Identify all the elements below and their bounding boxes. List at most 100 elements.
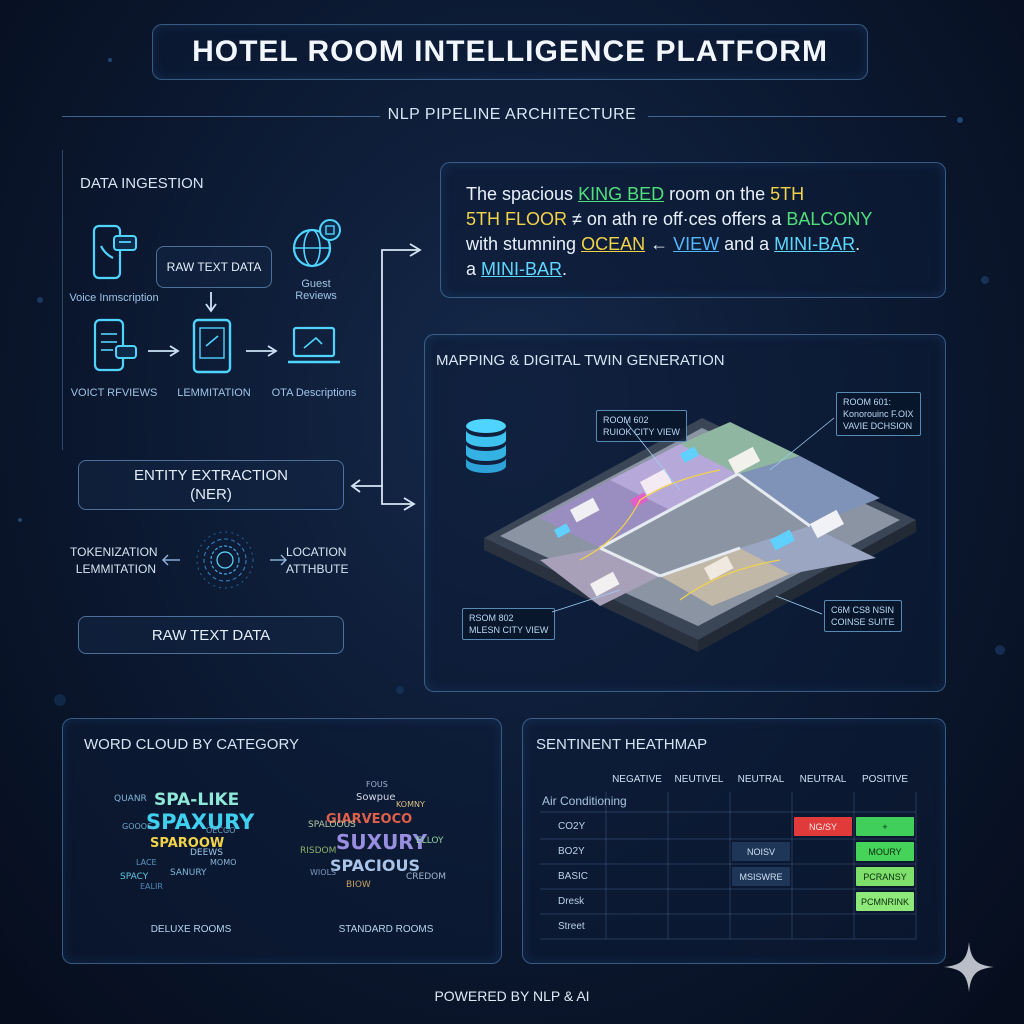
- arrow-right-icon: [148, 345, 180, 357]
- entity-king-bed[interactable]: KING BED: [578, 184, 665, 204]
- word-cloud-panel: [62, 718, 502, 964]
- arrow-right-icon-2: [246, 345, 278, 357]
- text-segment: ≠ on ath re off·ces offers a: [567, 209, 787, 229]
- voice-review-phone-icon: [93, 318, 137, 372]
- entity-mini-bar[interactable]: MINI-BAR: [774, 234, 856, 254]
- deluxe-word: DEEWS: [190, 848, 223, 858]
- deluxe-word: SPA-LIKE: [154, 790, 240, 810]
- heatmap-group-label: Air Conditioning: [542, 794, 627, 808]
- entity-5th-floor[interactable]: 5TH FLOOR: [466, 209, 568, 229]
- heatmap-row-label: Street: [558, 921, 585, 932]
- arrow-down-icon: [205, 292, 217, 313]
- heatmap-row-label: BO2Y: [558, 846, 585, 857]
- divider-left: [62, 116, 380, 117]
- heatmap-cell[interactable]: PCMNRINK: [856, 892, 914, 911]
- entity-highlight-text: The spacious KING BED room on the 5TH 5T…: [466, 182, 926, 282]
- standard-word: KOMNY: [396, 800, 425, 809]
- raw-text-data-top-box[interactable]: RAW TEXT DATA: [156, 246, 272, 288]
- heatmap-cell[interactable]: NOISV: [732, 842, 790, 861]
- deluxe-word: LACE: [136, 858, 157, 867]
- heatmap-cell[interactable]: +: [856, 817, 914, 836]
- standard-word: RISDOM: [300, 846, 337, 856]
- divider-right: [648, 116, 946, 117]
- heatmap-row-label: CO2Y: [558, 821, 586, 832]
- mapping-title: MAPPING & DIGITAL TWIN GENERATION: [436, 352, 725, 369]
- heatmap-cell[interactable]: PCRANSY: [856, 867, 914, 886]
- room-tag-top-left[interactable]: ROOM 602 RUIOK CITY VIEW: [596, 410, 687, 442]
- standard-word: FOUS: [366, 780, 388, 789]
- deluxe-rooms-label: DELUXE ROOMS: [150, 924, 232, 935]
- laptop-icon: [288, 326, 340, 364]
- heatmap-column-header: NEUTIVEL: [674, 774, 724, 785]
- standard-word: SPACIOUS: [330, 856, 420, 875]
- ota-descriptions-label: OTA Descriptions: [271, 387, 357, 399]
- text-segment: a: [466, 259, 482, 279]
- highlight-line-2: 5TH FLOOR ≠ on ath re off·ces offers a B…: [466, 207, 926, 232]
- ingestion-frame-line: [62, 150, 63, 450]
- room-tag-bottom-left[interactable]: RSOM 802 MLESN CITY VIEW: [462, 608, 556, 640]
- standard-word: SUXURY: [336, 830, 428, 854]
- text-segment: .: [855, 234, 861, 254]
- footer-text: POWERED BY NLP & AI: [434, 988, 590, 1004]
- text-segment: and a: [719, 234, 775, 254]
- highlight-line-4: a MINI-BAR.: [466, 257, 926, 282]
- highlight-line-1: The spacious KING BED room on the 5TH: [466, 182, 926, 207]
- entity-ocean[interactable]: OCEAN: [581, 234, 646, 254]
- sound-wave-icon: [162, 531, 287, 589]
- tablet-icon: [192, 318, 232, 374]
- standard-word: ELLOY: [416, 836, 444, 846]
- entity-extraction-box[interactable]: ENTITY EXTRACTION (NER): [78, 460, 344, 510]
- deluxe-word: OECGO: [206, 826, 236, 835]
- heatmap-cell[interactable]: MOURY: [856, 842, 914, 861]
- deluxe-word: SPAXURY: [146, 810, 255, 834]
- deluxe-word: SPACY: [120, 872, 149, 882]
- entity-5th[interactable]: 5TH: [770, 184, 805, 204]
- entity-highlight-panel: [440, 162, 946, 298]
- entity-mini-bar-2[interactable]: MINI-BAR: [481, 259, 563, 279]
- voice-reviews-label: VOICT RFVIEWS: [70, 387, 158, 399]
- guest-reviews-label: Guest Reviews: [295, 278, 337, 302]
- entity-view[interactable]: VIEW: [673, 234, 720, 254]
- digital-twin-floorplan: [484, 418, 916, 652]
- standard-word: GIARVEOCO: [326, 812, 413, 827]
- ingestion-title: DATA INGESTION: [80, 175, 204, 192]
- standard-rooms-label: STANDARD ROOMS: [338, 924, 434, 935]
- voice-transcription-label: Voice Inmscription: [69, 292, 159, 304]
- text-segment: .: [562, 259, 568, 279]
- text-segment: The spacious: [466, 184, 579, 204]
- heatmap-cell[interactable]: NG/SY: [794, 817, 852, 836]
- text-segment: ←: [645, 234, 674, 254]
- tokenization-label: TOKENIZATION LEMMITATION: [70, 545, 158, 576]
- pipeline-connector-arrows: [350, 243, 422, 511]
- standard-word: Sowpue: [356, 792, 396, 803]
- heatmap-column-header: NEGATIVE: [612, 774, 662, 785]
- tag-leader-lines: [551, 417, 835, 615]
- heatmap-cell[interactable]: MSISWRE: [732, 867, 790, 886]
- deluxe-word: SPAROOW: [150, 836, 225, 851]
- raw-text-data-bottom-box[interactable]: RAW TEXT DATA: [78, 616, 344, 654]
- location-attribute-label: LOCATION ATTHBUTE: [286, 545, 349, 576]
- standard-word: BIOW: [346, 880, 371, 890]
- heatmap-title: SENTINENT HEATHMAP: [536, 736, 708, 753]
- room-tag-bottom-right[interactable]: C6M CS8 NSIN COINSE SUITE: [824, 600, 902, 632]
- text-segment: room on the: [664, 184, 771, 204]
- deluxe-word: GOOOS: [122, 822, 153, 831]
- heatmap-column-header: POSITIVE: [861, 774, 909, 785]
- page-title: HOTEL ROOM INTELLIGENCE PLATFORM: [152, 24, 868, 80]
- heatmap-panel: [522, 718, 946, 964]
- standard-word: SPALOOUS: [308, 820, 356, 830]
- entity-balcony[interactable]: BALCONY: [786, 209, 873, 229]
- globe-icon: [292, 219, 341, 268]
- deluxe-word: QUANR: [114, 794, 147, 804]
- sparkle-icon: [944, 942, 994, 992]
- room-tag-top-right[interactable]: ROOM 601: Konorouinc F.OIX VAVIE DCHSION: [836, 392, 921, 436]
- deluxe-word: EALIR: [140, 882, 163, 891]
- text-segment: with stumning: [466, 234, 582, 254]
- heatmap-row-label: BASIC: [558, 871, 589, 882]
- heatmap-column-header: NEUTRAL: [799, 774, 847, 785]
- standard-word: WIOLS: [310, 868, 337, 877]
- deluxe-word: SANURY: [170, 868, 207, 878]
- heatmap-row-label: Dresk: [558, 896, 585, 907]
